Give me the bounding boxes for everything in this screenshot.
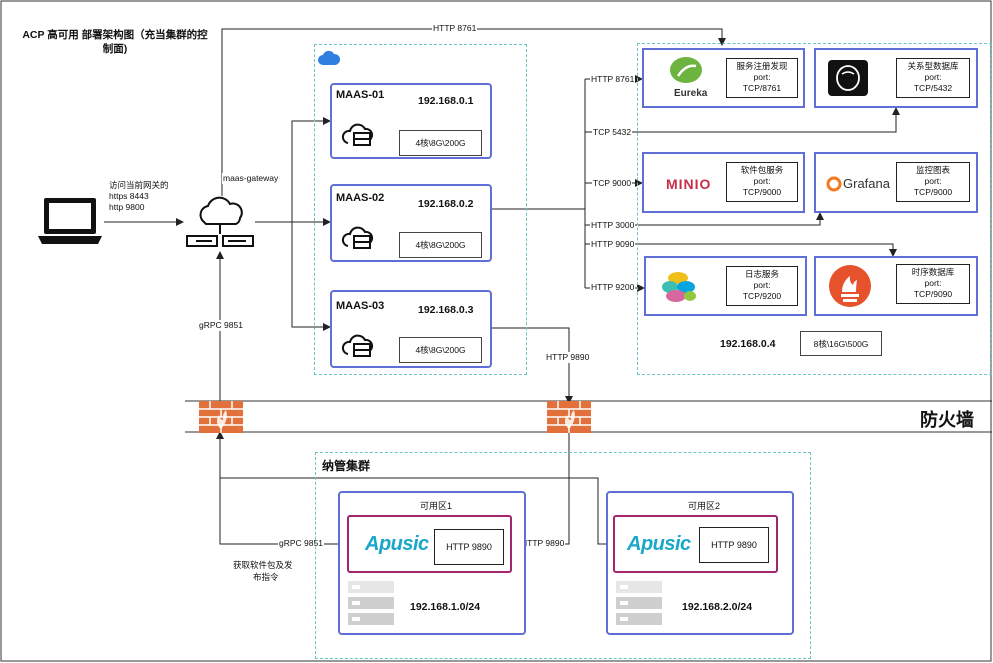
service-elastic[interactable]: 日志服务 port: TCP/9200 xyxy=(644,256,807,316)
spring-leaf-icon xyxy=(668,56,704,91)
service-eureka[interactable]: Eureka 服务注册发现 port: TCP/8761 xyxy=(642,48,805,108)
cloud-server-icon xyxy=(340,224,374,255)
maas-node-name: MAAS-02 xyxy=(336,192,385,204)
port-label-9000: TCP 9000 xyxy=(592,178,633,189)
prometheus-icon xyxy=(828,264,872,313)
service-port-label: port: xyxy=(924,176,942,186)
service-port: TCP/5432 xyxy=(913,83,953,93)
maas-node-1[interactable]: MAAS-01 192.168.0.1 4核\8G\200G xyxy=(330,83,492,159)
firewall-icon xyxy=(199,401,243,438)
gateway-label: maas-gateway xyxy=(222,173,280,184)
availability-zone-1[interactable]: 可用区1 Apusic HTTP 9890 192.168.1.0/24 xyxy=(338,491,526,635)
service-port: TCP/9090 xyxy=(913,289,953,299)
service-port: TCP/9200 xyxy=(742,291,782,301)
port-label-8761: HTTP 8761 xyxy=(590,74,636,85)
cloud-server-icon xyxy=(340,121,374,152)
laptop-icon xyxy=(36,196,104,246)
grpc-left-label: gRPC 9851 xyxy=(278,538,324,549)
apusic-node[interactable]: Apusic HTTP 9890 xyxy=(347,515,512,573)
apusic-port-box: HTTP 9890 xyxy=(434,529,504,565)
access-label-1: 访问当前网关的 xyxy=(108,180,170,191)
eureka-logo-text: Eureka xyxy=(674,88,708,99)
infra-services-area xyxy=(637,43,992,375)
cloud-provider-icon xyxy=(317,49,341,72)
top-http-label: HTTP 8761 xyxy=(432,23,478,34)
service-name: 软件包服务 xyxy=(740,165,784,175)
maas-node-ip: 192.168.0.2 xyxy=(418,198,474,210)
apusic-port-box: HTTP 9890 xyxy=(699,527,769,563)
zone-subnet: 192.168.1.0/24 xyxy=(410,601,481,613)
service-grafana[interactable]: Grafana 监控图表 port: TCP/9000 xyxy=(814,152,978,213)
maas-node-name: MAAS-03 xyxy=(336,300,385,312)
service-name: 监控图表 xyxy=(915,165,950,175)
service-prometheus[interactable]: 时序数据库 port: TCP/9090 xyxy=(814,256,978,316)
grpc-up-label: gRPC 9851 xyxy=(198,320,244,331)
port-label-3000: HTTP 3000 xyxy=(590,220,636,231)
zone-subnet: 192.168.2.0/24 xyxy=(682,601,753,613)
service-port-box: 关系型数据库 port: TCP/5432 xyxy=(896,58,970,98)
managed-cluster-title: 纳管集群 xyxy=(322,459,371,473)
port-label-5432: TCP 5432 xyxy=(592,127,633,138)
service-name: 服务注册发现 xyxy=(736,61,788,71)
service-name: 日志服务 xyxy=(744,269,779,279)
infra-host-ip: 192.168.0.4 xyxy=(720,338,776,350)
http-9890-fw-label: HTTP 9890 xyxy=(545,352,591,363)
gateway-cloud-icon xyxy=(184,194,256,252)
grafana-icon xyxy=(826,176,842,197)
service-postgres[interactable]: 关系型数据库 port: TCP/5432 xyxy=(814,48,978,108)
fetch-note-1: 获取软件包及发 xyxy=(233,560,293,570)
service-port-label: port: xyxy=(924,278,942,288)
fetch-note-2: 布指令 xyxy=(253,572,279,582)
apusic-logo-text: Apusic xyxy=(627,533,691,555)
http-9890-mid-label: HTTP 9890 xyxy=(520,538,566,549)
maas-node-ip: 192.168.0.1 xyxy=(418,95,474,107)
port-label-9200: HTTP 9200 xyxy=(590,282,636,293)
maas-node-spec: 4核\8G\200G xyxy=(399,130,482,156)
cloud-server-icon xyxy=(340,332,374,363)
server-rack-icon xyxy=(616,581,662,630)
service-port-box: 日志服务 port: TCP/9200 xyxy=(726,266,798,306)
maas-node-spec: 4核\8G\200G xyxy=(399,337,482,363)
maas-node-name: MAAS-01 xyxy=(336,89,385,101)
service-port-box: 软件包服务 port: TCP/9000 xyxy=(726,162,798,202)
managed-cluster-area xyxy=(315,452,811,659)
access-label-3: http 9800 xyxy=(108,202,146,213)
firewall-icon xyxy=(547,401,591,438)
access-label-2: https 8443 xyxy=(108,191,150,202)
apusic-logo-text: Apusic xyxy=(365,533,429,555)
maas-node-spec: 4核\8G\200G xyxy=(399,232,482,258)
service-port-label: port: xyxy=(924,72,942,82)
availability-zone-2[interactable]: 可用区2 Apusic HTTP 9890 192.168.2.0/24 xyxy=(606,491,794,635)
maas-node-2[interactable]: MAAS-02 192.168.0.2 4核\8G\200G xyxy=(330,184,492,262)
port-label-9090: HTTP 9090 xyxy=(590,239,636,250)
maas-node-3[interactable]: MAAS-03 192.168.0.3 4核\8G\200G xyxy=(330,290,492,368)
service-port-box: 时序数据库 port: TCP/9090 xyxy=(896,264,970,304)
service-port: TCP/9000 xyxy=(742,187,782,197)
maas-node-ip: 192.168.0.3 xyxy=(418,304,474,316)
page-title: ACP 高可用 部署架构图（充当集群的控制面) xyxy=(22,29,208,55)
service-name: 时序数据库 xyxy=(911,267,955,277)
zone-title: 可用区1 xyxy=(420,501,453,511)
elastic-icon xyxy=(660,270,700,309)
server-rack-icon xyxy=(348,581,394,630)
service-minio[interactable]: MINIO 软件包服务 port: TCP/9000 xyxy=(642,152,805,213)
firewall-label: 防火墙 xyxy=(920,410,974,430)
apusic-node[interactable]: Apusic HTTP 9890 xyxy=(613,515,778,573)
service-port: TCP/8761 xyxy=(742,83,782,93)
service-port: TCP/9000 xyxy=(913,187,953,197)
zone-title: 可用区2 xyxy=(688,501,721,511)
service-port-box: 服务注册发现 port: TCP/8761 xyxy=(726,58,798,98)
infra-host-spec: 8核\16G\500G xyxy=(800,331,882,356)
service-port-label: port: xyxy=(753,280,771,290)
minio-logo-text: MINIO xyxy=(666,176,712,192)
grafana-logo-text: Grafana xyxy=(843,176,890,191)
control-plane-area xyxy=(314,44,527,375)
service-port-label: port: xyxy=(753,72,771,82)
service-name: 关系型数据库 xyxy=(907,61,959,71)
service-port-label: port: xyxy=(753,176,771,186)
postgres-elephant-icon xyxy=(828,60,868,101)
service-port-box: 监控图表 port: TCP/9000 xyxy=(896,162,970,202)
